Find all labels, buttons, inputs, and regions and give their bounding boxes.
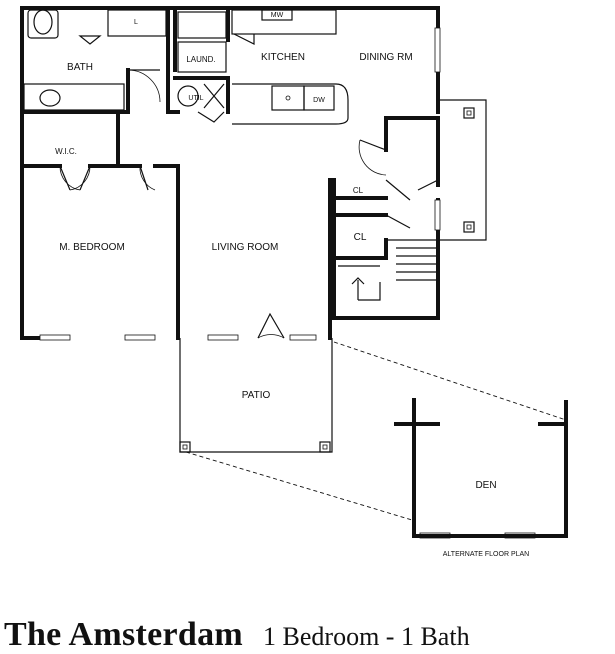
den-plan (394, 398, 568, 538)
dishwasher-icon (303, 85, 335, 111)
closet-2-label: CL (354, 232, 367, 243)
dishwasher-label: DW (313, 97, 325, 104)
bath-fixtures (23, 9, 167, 111)
plan-caption: The Amsterdam 1 Bedroom - 1 Bath (4, 616, 614, 654)
exterior-walls (20, 6, 440, 340)
entry-landing (438, 99, 487, 241)
utility-label: UTIL (188, 95, 203, 102)
unit-type: 1 Bedroom - 1 Bath (263, 622, 470, 651)
alternate-plan-note: ALTERNATE FLOOR PLAN (443, 551, 529, 558)
vanity (23, 83, 125, 111)
master-bedroom-label: M. BEDROOM (59, 242, 125, 253)
doors (59, 139, 439, 339)
kitchen-fixtures (231, 9, 349, 125)
toilet-bowl-icon (33, 9, 53, 35)
microwave-label: MW (271, 12, 284, 19)
living-room-label: LIVING ROOM (212, 242, 279, 253)
closet-1-label: CL (353, 186, 364, 195)
alternate-leaders (185, 341, 567, 521)
linen-label: L (134, 19, 138, 26)
den-label: DEN (475, 480, 496, 491)
sink-icon (39, 89, 61, 107)
kitchen-label: KITCHEN (261, 52, 305, 63)
range-icon (271, 85, 305, 111)
plan-name: The Amsterdam (4, 616, 244, 653)
laundry-label: LAUND. (186, 55, 215, 64)
floor-plan: L MW BATH LAUND. UTIL KITCHEN DINING RM … (20, 6, 568, 558)
walk-in-closet-label: W.I.C. (55, 147, 77, 156)
stairs (338, 239, 436, 301)
patio (179, 338, 333, 453)
patio-label: PATIO (242, 390, 271, 401)
interior-walls (20, 6, 388, 340)
dining-room-label: DINING RM (359, 52, 412, 63)
windows (39, 27, 536, 539)
bath-label: BATH (67, 62, 93, 73)
laundry-util (177, 11, 227, 123)
water-heater-icon (177, 85, 199, 107)
room-labels: L MW BATH LAUND. UTIL KITCHEN DINING RM … (55, 12, 529, 558)
linen-closet (107, 9, 167, 37)
